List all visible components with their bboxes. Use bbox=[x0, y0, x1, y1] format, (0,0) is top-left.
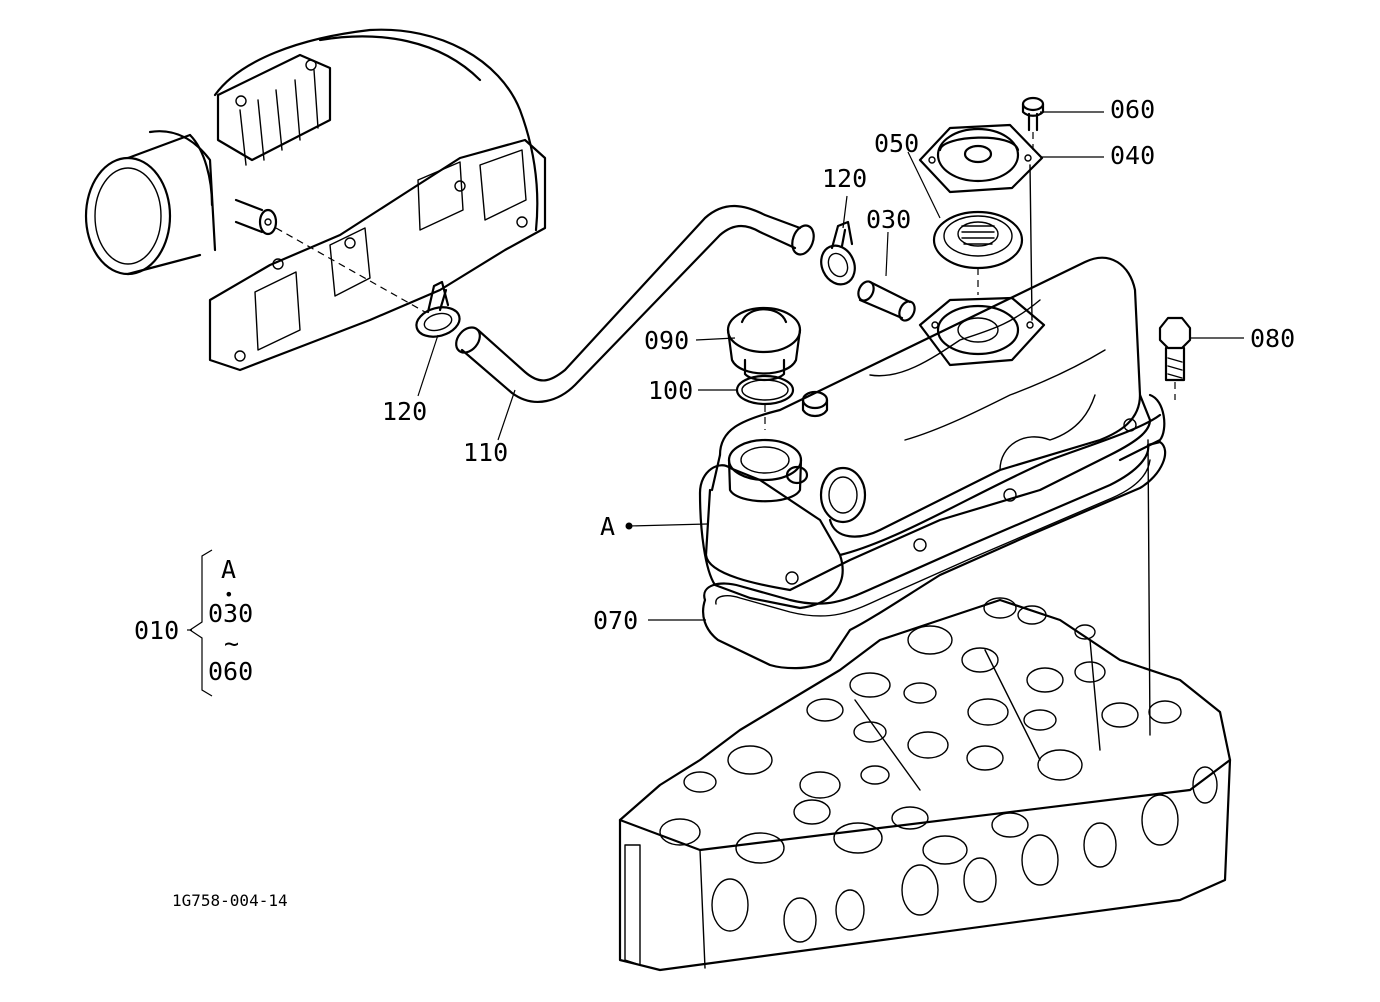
breather-hose-110 bbox=[455, 204, 815, 403]
callout-120-right: 120 bbox=[822, 164, 867, 193]
assembly-tilde: ~ bbox=[224, 629, 239, 658]
callout-a: A bbox=[600, 512, 615, 541]
breather-cover-040 bbox=[918, 123, 1044, 194]
assembly-to: 060 bbox=[208, 657, 253, 686]
assembly-number: 010 bbox=[134, 616, 179, 645]
rocker-arm-cover bbox=[698, 256, 1166, 610]
intake-manifold bbox=[84, 28, 547, 372]
assembly-dot: • bbox=[224, 585, 234, 604]
assembly-bracket: 010 A • 030 ~ 060 bbox=[134, 549, 253, 697]
callout-090: 090 bbox=[644, 326, 689, 355]
callout-100: 100 bbox=[648, 376, 693, 405]
oil-filler-cap-090 bbox=[726, 306, 802, 382]
callout-110: 110 bbox=[463, 438, 508, 467]
callout-080: 080 bbox=[1250, 324, 1295, 353]
assembly-from-ref: A bbox=[221, 555, 236, 584]
drawing-code: 1G758-004-14 bbox=[172, 891, 288, 910]
callout-050: 050 bbox=[874, 129, 919, 158]
hose-clamp-120-left bbox=[415, 280, 461, 338]
bolt-080 bbox=[1158, 316, 1192, 382]
callout-060: 060 bbox=[1110, 95, 1155, 124]
leader-lines bbox=[417, 111, 1244, 621]
callout-040: 040 bbox=[1110, 141, 1155, 170]
o-ring-100 bbox=[735, 374, 795, 406]
hose-clamp-120-right bbox=[820, 220, 856, 286]
callout-030: 030 bbox=[866, 205, 911, 234]
callout-070: 070 bbox=[593, 606, 638, 635]
pipe-030 bbox=[857, 280, 916, 322]
diaphragm-050 bbox=[932, 210, 1024, 270]
assembly-mid: 030 bbox=[208, 599, 253, 628]
callout-120-left: 120 bbox=[382, 397, 427, 426]
cylinder-head bbox=[618, 597, 1232, 972]
gasket-070 bbox=[701, 440, 1167, 670]
